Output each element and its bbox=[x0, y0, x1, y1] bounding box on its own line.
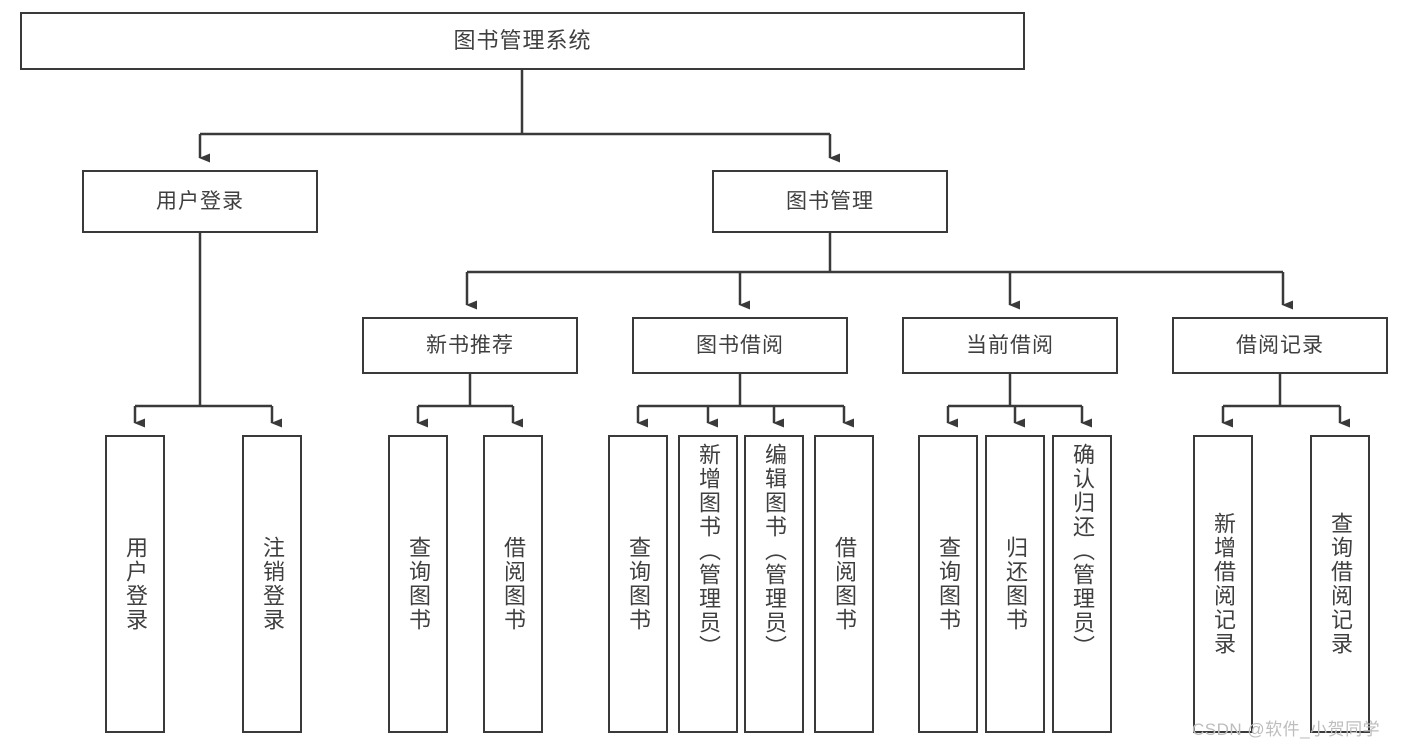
leaf-node-label: 编辑图书（管理员） bbox=[761, 443, 787, 659]
leaf-node-label: 查询借阅记录 bbox=[1327, 512, 1353, 656]
node-book-management-label: 图书管理 bbox=[786, 189, 874, 213]
leaf-node-label: 借阅图书 bbox=[831, 536, 857, 632]
node-new-book-recommend[interactable]: 新书推荐 bbox=[362, 317, 578, 374]
node-book-borrow-label: 图书借阅 bbox=[696, 333, 784, 357]
leaf-node[interactable]: 借阅图书 bbox=[814, 435, 874, 733]
leaf-node[interactable]: 编辑图书（管理员） bbox=[744, 435, 804, 733]
leaf-node[interactable]: 新增借阅记录 bbox=[1193, 435, 1253, 733]
node-book-borrow[interactable]: 图书借阅 bbox=[632, 317, 848, 374]
node-new-book-recommend-label: 新书推荐 bbox=[426, 333, 514, 357]
node-root-label: 图书管理系统 bbox=[453, 27, 592, 53]
node-current-borrow-label: 当前借阅 bbox=[966, 333, 1054, 357]
node-user-login[interactable]: 用户登录 bbox=[82, 170, 318, 233]
leaf-node-label: 注销登录 bbox=[259, 536, 285, 632]
leaf-node-label: 查询图书 bbox=[405, 536, 431, 632]
node-book-management[interactable]: 图书管理 bbox=[712, 170, 948, 233]
leaf-node-label: 用户登录 bbox=[122, 536, 148, 632]
leaf-node[interactable]: 查询借阅记录 bbox=[1310, 435, 1370, 733]
leaf-node[interactable]: 确认归还（管理员） bbox=[1052, 435, 1112, 733]
leaf-node[interactable]: 注销登录 bbox=[242, 435, 302, 733]
node-root[interactable]: 图书管理系统 bbox=[20, 12, 1025, 70]
leaf-node[interactable]: 查询图书 bbox=[608, 435, 668, 733]
leaf-node[interactable]: 归还图书 bbox=[985, 435, 1045, 733]
leaf-node[interactable]: 查询图书 bbox=[918, 435, 978, 733]
node-user-login-label: 用户登录 bbox=[156, 189, 244, 213]
leaf-node[interactable]: 新增图书（管理员） bbox=[678, 435, 738, 733]
csdn-watermark: CSDN @软件_小贺同学 bbox=[1192, 720, 1381, 739]
leaf-node[interactable]: 查询图书 bbox=[388, 435, 448, 733]
leaf-node-label: 归还图书 bbox=[1002, 536, 1028, 632]
leaf-node[interactable]: 用户登录 bbox=[105, 435, 165, 733]
leaf-node-label: 借阅图书 bbox=[500, 536, 526, 632]
leaf-node[interactable]: 借阅图书 bbox=[483, 435, 543, 733]
node-borrow-record[interactable]: 借阅记录 bbox=[1172, 317, 1388, 374]
leaf-node-label: 新增图书（管理员） bbox=[695, 443, 721, 659]
node-current-borrow[interactable]: 当前借阅 bbox=[902, 317, 1118, 374]
node-borrow-record-label: 借阅记录 bbox=[1236, 333, 1324, 357]
leaf-node-label: 确认归还（管理员） bbox=[1069, 443, 1095, 659]
leaf-node-label: 查询图书 bbox=[935, 536, 961, 632]
leaf-node-label: 查询图书 bbox=[625, 536, 651, 632]
leaf-node-label: 新增借阅记录 bbox=[1210, 512, 1236, 656]
